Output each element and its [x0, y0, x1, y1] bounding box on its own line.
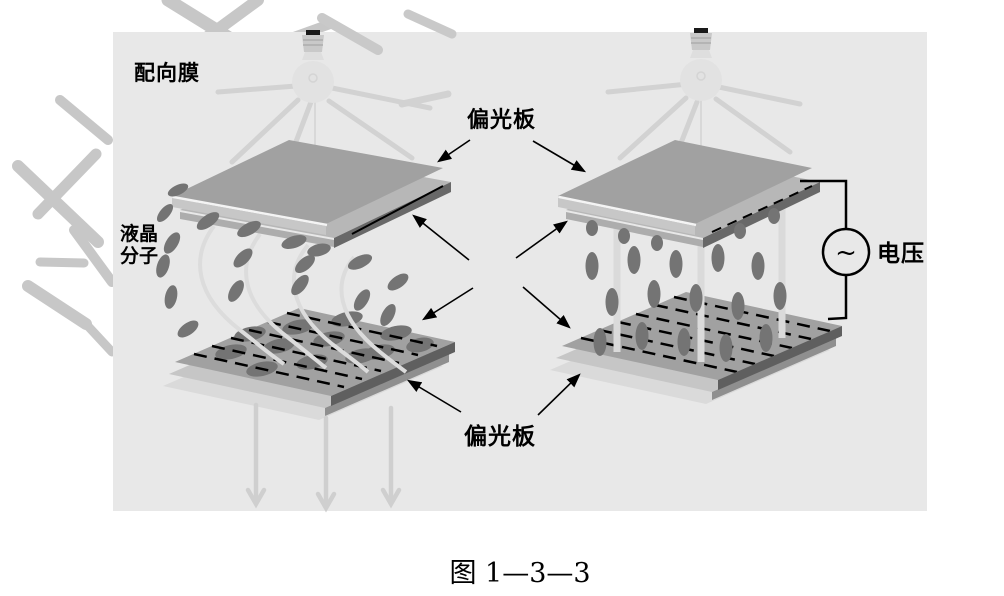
right-bottom-film-edge [718, 326, 842, 390]
voltage-circuit [800, 179, 871, 321]
right-top-alignment-film [703, 182, 820, 248]
arrow-film-lower-right [522, 286, 571, 329]
figure-caption: 图 1—3—3 [449, 558, 590, 589]
label-polarizer-top: 偏光板 [467, 107, 536, 133]
circuit-wire-top [800, 179, 848, 229]
ac-symbol: ~ [835, 238, 857, 268]
left-lc-molecules [156, 183, 409, 338]
left-light-bulb-icon [292, 30, 334, 103]
arrow-film-lower-left [421, 287, 474, 321]
arrow-polarizer-bottom-left [406, 379, 462, 413]
diagram-panel [113, 32, 927, 511]
left-exit-light-arrows [245, 402, 402, 513]
right-light-bulb-icon [680, 28, 722, 101]
label-lc-molecules-line2: 分子 [120, 245, 158, 267]
left-top-alignment-film [334, 182, 451, 248]
label-polarizer-bottom: 偏光板 [464, 423, 536, 450]
right-lc-molecules [585, 244, 787, 362]
right-hanging-molecules [586, 208, 780, 251]
left-top-polarizer [172, 140, 451, 248]
left-bottom-film-edge [331, 342, 455, 406]
label-voltage: 电压 [877, 241, 925, 267]
right-top-polarizer [558, 140, 820, 248]
label-alignment-film: 配向膜 [134, 61, 200, 85]
arrow-polarizer-top-right [532, 140, 587, 173]
right-light-rays [605, 81, 803, 169]
arrow-polarizer-bottom-right [537, 373, 581, 416]
arrow-film-upper-left [412, 214, 470, 261]
arrow-film-upper-right [515, 220, 568, 259]
arrow-polarizer-top-left [437, 139, 471, 163]
label-lc-molecules-line1: 液晶 [120, 222, 158, 245]
circuit-wire-bottom [827, 275, 848, 321]
left-light-rays [215, 83, 433, 171]
pointer-arrows [406, 139, 587, 416]
